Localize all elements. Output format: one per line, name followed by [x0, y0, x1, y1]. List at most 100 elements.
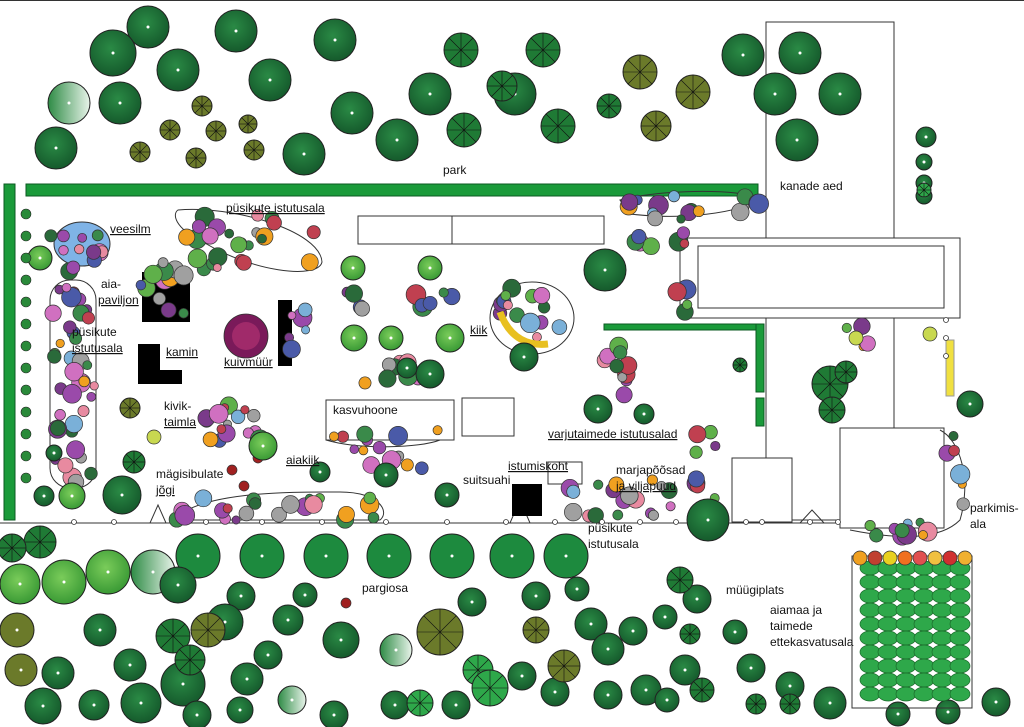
- path-notch-1: [0, 503, 167, 524]
- path-marker: [203, 519, 209, 525]
- perennial-plant: [533, 287, 551, 304]
- conifer-spoke: [680, 79, 694, 93]
- conifer-spoke: [655, 115, 667, 127]
- perennial-plant: [400, 458, 414, 472]
- vegetable-plant: [949, 588, 971, 604]
- tree-center: [239, 594, 243, 598]
- path-marker: [259, 519, 265, 525]
- conifer-spoke: [477, 659, 489, 671]
- conifer-spoke: [789, 696, 798, 705]
- perennial-plant: [438, 287, 449, 298]
- tree-center: [946, 710, 950, 714]
- conifer-spoke: [692, 91, 706, 105]
- perennial-plant: [82, 311, 95, 325]
- tree-center: [223, 620, 227, 624]
- vegetable-plant: [913, 630, 935, 646]
- perennial-plant: [869, 528, 884, 543]
- perennial-plant: [647, 210, 663, 227]
- perennial-plant: [358, 445, 369, 456]
- conifer-spoke: [195, 157, 204, 166]
- label-suitsuahi: suitsuahi: [463, 473, 510, 487]
- perennial-plant: [63, 320, 77, 334]
- conifer-spoke: [608, 97, 618, 107]
- perennial-plant: [64, 362, 84, 382]
- perennial-plant: [202, 431, 219, 448]
- conifer-spoke: [201, 98, 210, 107]
- conifer-spoke: [679, 579, 690, 590]
- vegetable-plant: [949, 630, 971, 646]
- conifer-spoke: [246, 142, 255, 151]
- conifer-spoke: [448, 37, 462, 51]
- tree-center: [261, 444, 265, 448]
- conifer-spoke: [530, 49, 544, 63]
- label-pusikute-left-2: istutusala: [72, 341, 123, 355]
- tree-center: [67, 101, 71, 105]
- conifer-spoke: [845, 364, 854, 373]
- perennial-plant: [82, 360, 93, 371]
- label-kiik: kiik: [470, 323, 488, 337]
- hedge-shrub: [20, 296, 32, 308]
- tree-center: [589, 622, 593, 626]
- perennial-plant: [676, 226, 690, 240]
- perennial-plant: [248, 497, 262, 510]
- conifer-spoke: [207, 629, 221, 643]
- conifer-spoke: [680, 91, 694, 105]
- perennial-plant: [612, 509, 624, 521]
- vegetable-plant: [877, 574, 899, 590]
- conifer-spoke: [552, 654, 565, 667]
- vegetable-plant: [877, 602, 899, 618]
- conifer-spoke: [689, 626, 698, 635]
- perennial-plant: [500, 290, 511, 301]
- conifer-spoke: [169, 122, 178, 131]
- perennial-plant: [676, 214, 686, 224]
- perennial-plant: [160, 302, 177, 318]
- vegetable-flower: [867, 550, 883, 566]
- perennial-plant: [238, 505, 255, 522]
- path-marker: [943, 353, 949, 359]
- tree-center: [393, 703, 397, 707]
- perennial-plant: [174, 505, 196, 526]
- conifer-spoke: [600, 105, 610, 115]
- conifer-spoke: [410, 693, 421, 704]
- perennial-plant: [566, 484, 581, 499]
- perennial-plant: [66, 260, 81, 275]
- label-aiakiik: aiakiik: [286, 453, 320, 467]
- vegetable-plant: [913, 658, 935, 674]
- accent-plant: [922, 326, 938, 342]
- perennial-plant: [864, 520, 876, 532]
- conifer-spoke: [748, 696, 757, 705]
- perennial-plant: [89, 381, 99, 391]
- conifer-spoke: [526, 620, 537, 631]
- north-hedge: [25, 183, 759, 197]
- conifer-spoke: [655, 125, 667, 137]
- conifer-spoke: [477, 675, 491, 689]
- path-marker: [673, 519, 679, 525]
- perennial-plant: [301, 325, 311, 335]
- vegetable-plant: [931, 672, 953, 688]
- inner-hedge-top: [603, 323, 765, 331]
- vegetable-plant: [949, 602, 971, 618]
- tree-center: [450, 554, 454, 558]
- perennial-plant: [86, 391, 97, 402]
- label-aiamaa-2: taimede: [770, 619, 813, 633]
- perennial-plant: [64, 414, 83, 434]
- conifer-spoke: [838, 371, 847, 380]
- tree-center: [968, 402, 972, 406]
- perennial-plant: [54, 409, 66, 421]
- conifer-spoke: [122, 407, 131, 416]
- conifer-spoke: [918, 189, 925, 196]
- perennial-plant: [44, 229, 58, 243]
- perennial-plant: [47, 349, 62, 364]
- path-marker: [759, 519, 765, 525]
- perennial-plant: [208, 404, 229, 424]
- conifer-spoke: [460, 37, 474, 51]
- path-marker: [552, 519, 558, 525]
- tree-center: [445, 493, 449, 497]
- path-marker: [383, 519, 389, 525]
- perennial-plant: [381, 357, 397, 372]
- conifer-spoke: [410, 702, 421, 713]
- conifer-spoke: [535, 629, 546, 640]
- conifer-spoke: [246, 149, 255, 158]
- tree-center: [520, 674, 524, 678]
- inner-hedge-small: [755, 397, 765, 427]
